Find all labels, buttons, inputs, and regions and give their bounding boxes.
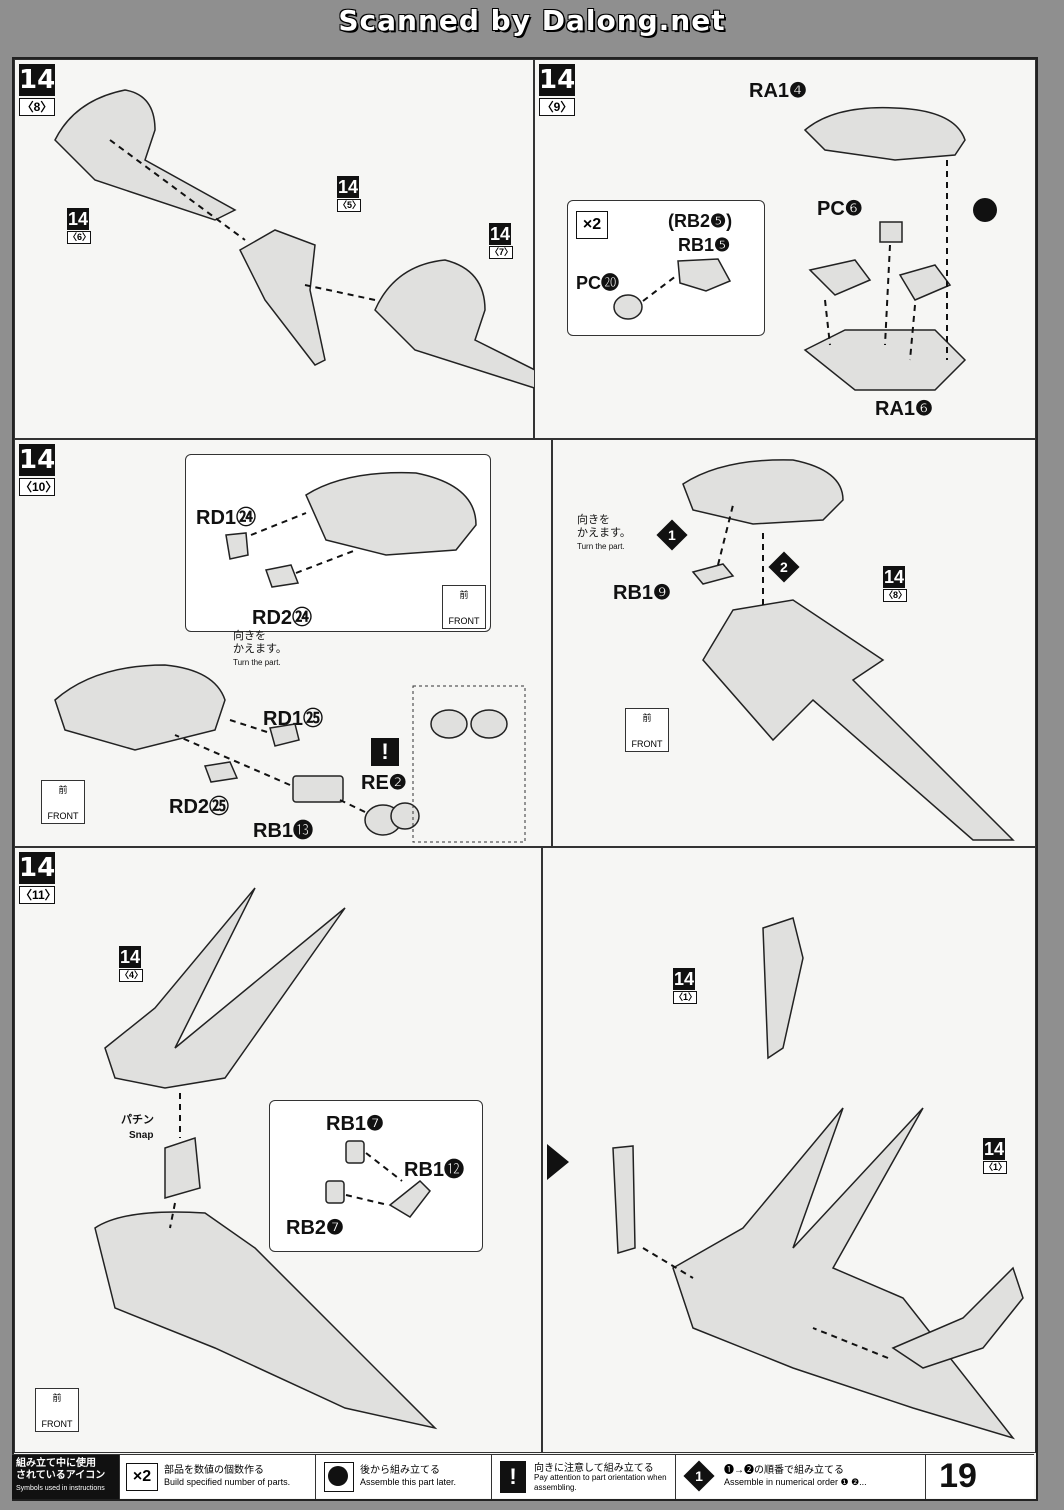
- front-indicator: 前 FRONT: [35, 1388, 79, 1432]
- part-label: RD2㉕: [169, 796, 230, 818]
- step-sub: 〈11〉: [19, 886, 57, 904]
- ref-badge: 14: [67, 208, 89, 230]
- part-label: RA1❹: [749, 80, 807, 102]
- step-number: 14: [19, 64, 56, 96]
- step-sub: 〈9〉: [539, 98, 575, 116]
- legend-title: 組み立て中に使用 されているアイコン Symbols used in instr…: [12, 1455, 120, 1499]
- step-10b-illustration: [682, 459, 1015, 841]
- part-label: RB1❺: [678, 235, 731, 255]
- step-11b-illustration: [612, 917, 1024, 1440]
- part-label: RB2❼: [286, 1217, 344, 1239]
- ref-badge: 14: [119, 946, 141, 968]
- part-label: RE❷: [361, 772, 407, 794]
- scan-credit: Scanned by Dalong.net: [338, 4, 726, 37]
- snap-note: パチン: [121, 1114, 154, 1126]
- legend-en: Assemble this part later.: [360, 1477, 457, 1487]
- part-label: PC❻: [817, 198, 863, 220]
- part-label: RD1㉔: [196, 507, 257, 529]
- part-label: RB1❼: [326, 1113, 384, 1135]
- turn-note: 向きを かえます。: [577, 514, 631, 539]
- part-label: RD2㉔: [252, 607, 313, 629]
- turn-note-en: Turn the part.: [577, 542, 625, 551]
- assemble-later-icon: [324, 1462, 354, 1492]
- sub-assembly-illustration: [325, 1140, 431, 1218]
- turn-note: 向きを かえます。: [233, 630, 287, 655]
- order-icon: 1: [683, 1460, 715, 1492]
- step-9-illustration: [803, 106, 997, 391]
- part-label: RB1❾: [613, 582, 671, 604]
- ref-sub: 〈1〉: [673, 991, 698, 1004]
- legend-title-jp: 組み立て中に使用 されているアイコン: [16, 1458, 106, 1481]
- legend-item-assemble-later: 後から組み立てる Assemble this part later.: [316, 1455, 492, 1499]
- ref-sub: 〈4〉: [119, 969, 144, 982]
- step-panel-9: 14 〈9〉 RA1❹ PC❻ RA1❻ ×2 (RB2❺) RB1❺ PC⓴: [534, 59, 1036, 439]
- step-panel-10: 14 〈10〉 RD1㉔ RD2㉔ 前 FRONT 向きを かえます。 Turn…: [14, 439, 552, 847]
- ref-badge: 14: [883, 566, 905, 588]
- part-label: RB1⓬: [404, 1159, 465, 1181]
- sub-assembly-illustration: [225, 471, 477, 588]
- ref-sub: 〈5〉: [337, 199, 362, 212]
- part-label: (RB2❺): [668, 211, 733, 231]
- snap-note-en: Snap: [129, 1130, 154, 1141]
- step-panel-11: 14 〈11〉 14 〈4〉 パチン Snap RB1❼ RB1⓬ RB2❼: [14, 847, 542, 1453]
- build-count-icon: ×2: [576, 211, 608, 239]
- front-indicator: 前 FRONT: [625, 708, 669, 752]
- ref-sub: 〈7〉: [489, 246, 514, 259]
- legend-en: Assemble in numerical order ❶ ❷...: [724, 1477, 867, 1487]
- sub-assembly-box: RD1㉔ RD2㉔ 前 FRONT: [185, 454, 491, 632]
- step-sub: 〈8〉: [19, 98, 55, 116]
- legend-jp: 向きに注意して組み立てる: [534, 1463, 654, 1474]
- legend-en: Build specified number of parts.: [164, 1477, 291, 1487]
- ref-badge: 14: [337, 176, 359, 198]
- part-label: PC⓴: [576, 273, 620, 293]
- part-label: RD1㉕: [263, 708, 324, 730]
- ref-badge: 14: [489, 223, 511, 245]
- legend-item-orientation: ! 向きに注意して組み立てる Pay attention to part ori…: [492, 1455, 676, 1499]
- part-label: RA1❻: [875, 398, 933, 420]
- sub-assembly-box: ×2 (RB2❺) RB1❺ PC⓴: [567, 200, 765, 336]
- ref-badge: 14: [983, 1138, 1005, 1160]
- step-sub: 〈10〉: [19, 478, 58, 496]
- symbols-legend: 組み立て中に使用 されているアイコン Symbols used in instr…: [12, 1454, 1034, 1499]
- sub-assembly-box: RB1❼ RB1⓬ RB2❼: [269, 1100, 483, 1252]
- instruction-page: 14 〈8〉 14 〈6〉 14 〈5〉 14 〈7〉 14 〈9〉 RA1❹ …: [12, 57, 1038, 1501]
- step-panel-8: 14 〈8〉 14 〈6〉 14 〈5〉 14 〈7〉: [14, 59, 535, 439]
- step-panel-11-continued: 14 〈1〉 14 〈1〉: [542, 847, 1036, 1453]
- step-number: 14: [19, 444, 56, 476]
- front-indicator: 前 FRONT: [41, 780, 85, 824]
- orientation-warning-icon: !: [371, 738, 399, 766]
- build-count-icon: ×2: [126, 1463, 158, 1491]
- next-arrow-icon: [547, 1144, 569, 1180]
- ref-sub: 〈1〉: [983, 1161, 1008, 1174]
- step-number: 14: [539, 64, 576, 96]
- step-panel-10-continued: 向きを かえます。 Turn the part. 1 2 RB1❾ 14 〈8〉…: [552, 439, 1036, 847]
- part-label: RB1⓭: [253, 820, 314, 842]
- legend-jp: ❶→❷の順番で組み立てる: [724, 1465, 844, 1476]
- legend-jp: 後から組み立てる: [360, 1465, 440, 1476]
- sub-assembly-illustration: [613, 258, 732, 320]
- step-number: 14: [19, 852, 56, 884]
- legend-item-order: 1 ❶→❷の順番で組み立てる Assemble in numerical ord…: [676, 1455, 926, 1499]
- page-number: 19: [939, 1457, 977, 1495]
- ref-sub: 〈8〉: [883, 589, 908, 602]
- assemble-later-icon: [973, 198, 997, 222]
- step-11-illustration: [94, 887, 438, 1430]
- legend-item-build-count: ×2 部品を数値の個数作る Build specified number of …: [120, 1455, 316, 1499]
- orientation-warning-icon: !: [500, 1461, 526, 1493]
- step-10-illustration: [54, 664, 526, 843]
- legend-jp: 部品を数値の個数作る: [164, 1465, 264, 1476]
- step-8-illustration: [54, 89, 535, 389]
- front-indicator: 前 FRONT: [442, 585, 486, 629]
- legend-title-en: Symbols used in instructions: [16, 1485, 105, 1492]
- ref-sub: 〈6〉: [67, 231, 92, 244]
- ref-badge: 14: [673, 968, 695, 990]
- legend-en: Pay attention to part orientation when a…: [534, 1473, 667, 1492]
- turn-note-en: Turn the part.: [233, 658, 281, 667]
